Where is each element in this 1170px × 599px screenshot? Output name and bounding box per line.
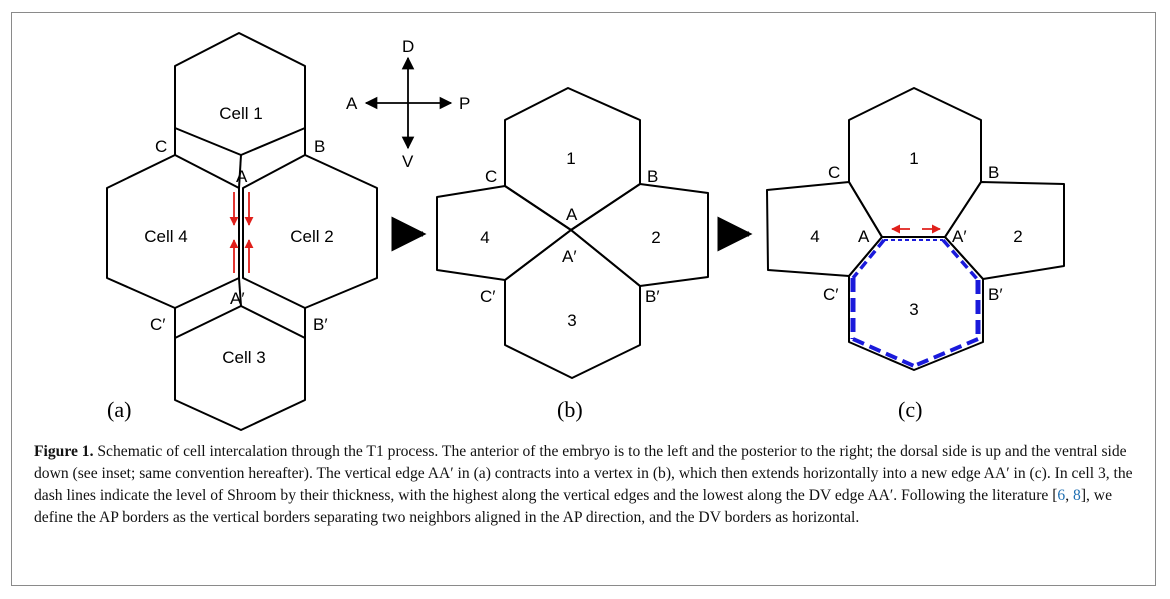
panel-b-vertex-cp: C′: [480, 287, 495, 306]
panel-c-vertex-bp: B′: [988, 285, 1003, 304]
caption-text-2: ], we define the AP borders as the verti…: [34, 487, 1112, 526]
inset-label-d: D: [402, 37, 414, 56]
inset-label-v: V: [402, 152, 414, 171]
panel-b-cell-2-label: 2: [651, 228, 660, 247]
t1-process-diagram: Cell 1 Cell 2 Cell 3 Cell 4 A A′ B B′ C …: [106, 32, 1065, 431]
panel-b-vertex-a: A: [566, 205, 578, 224]
panel-a-cell-4-label: Cell 4: [144, 227, 187, 246]
panel-c-cell-3: [848, 236, 984, 371]
panel-c-vertex-a: A: [858, 227, 870, 246]
caption-label: Figure 1.: [34, 443, 94, 460]
citation-link-6[interactable]: 6: [1057, 487, 1066, 504]
panel-b-vertex-b: B: [647, 167, 658, 186]
panel-a-vertex-cp: C′: [150, 315, 165, 334]
panel-b-cell-2: [570, 183, 709, 287]
panel-a-vertex-c: C: [155, 137, 167, 156]
panel-b-vertex-bp: B′: [645, 287, 660, 306]
panel-label-b: (b): [557, 397, 583, 422]
inset-label-p: P: [459, 94, 470, 113]
figure-caption: Figure 1. Schematic of cell intercalatio…: [34, 441, 1139, 529]
compass-inset: [364, 56, 453, 150]
panel-c-vertex-c: C: [828, 163, 840, 182]
panel-a-cell-2-label: Cell 2: [290, 227, 333, 246]
panel-a-cell-3-label: Cell 3: [222, 348, 265, 367]
panel-b-cell-3-label: 3: [567, 311, 576, 330]
panel-a-vertex-ap: A′: [230, 289, 245, 308]
panel-c-vertex-ap: A′: [952, 227, 967, 246]
panel-b-vertex-c: C: [485, 167, 497, 186]
caption-text-1: Schematic of cell intercalation through …: [34, 443, 1133, 504]
panel-c-cell-1-label: 1: [909, 149, 918, 168]
panel-b-cell-3: [504, 229, 641, 379]
panel-b-cell-1-label: 1: [566, 149, 575, 168]
panel-b-cell-4: [436, 185, 572, 281]
panel-c-cell-2-label: 2: [1013, 227, 1022, 246]
panel-a-edge-a-bottom: [238, 277, 242, 307]
panel-label-c: (c): [898, 397, 922, 422]
panel-c-cell-3-label: 3: [909, 300, 918, 319]
panel-label-a: (a): [107, 397, 131, 422]
panel-a-cell-3: [174, 305, 306, 431]
panel-c-cell-4-label: 4: [810, 227, 819, 246]
panel-c-vertex-cp: C′: [823, 285, 838, 304]
panel-a-cell-1: [174, 32, 306, 156]
panel-a-cell-1-label: Cell 1: [219, 104, 262, 123]
inset-label-a: A: [346, 94, 358, 113]
caption-separator: ,: [1065, 487, 1074, 504]
panel-b-cell-4-label: 4: [480, 228, 489, 247]
shroom-dash-lines: [850, 238, 981, 368]
panel-a-vertex-a: A: [236, 167, 248, 186]
citation-link-8[interactable]: 8: [1073, 487, 1081, 504]
panel-b-vertex-ap: A′: [562, 247, 577, 266]
panel-a-edge-a-top: [238, 154, 242, 189]
panel-a-vertex-bp: B′: [313, 315, 328, 334]
panel-a-vertex-b: B: [314, 137, 325, 156]
panel-c-vertex-b: B: [988, 163, 999, 182]
figure-frame: [11, 12, 1156, 586]
